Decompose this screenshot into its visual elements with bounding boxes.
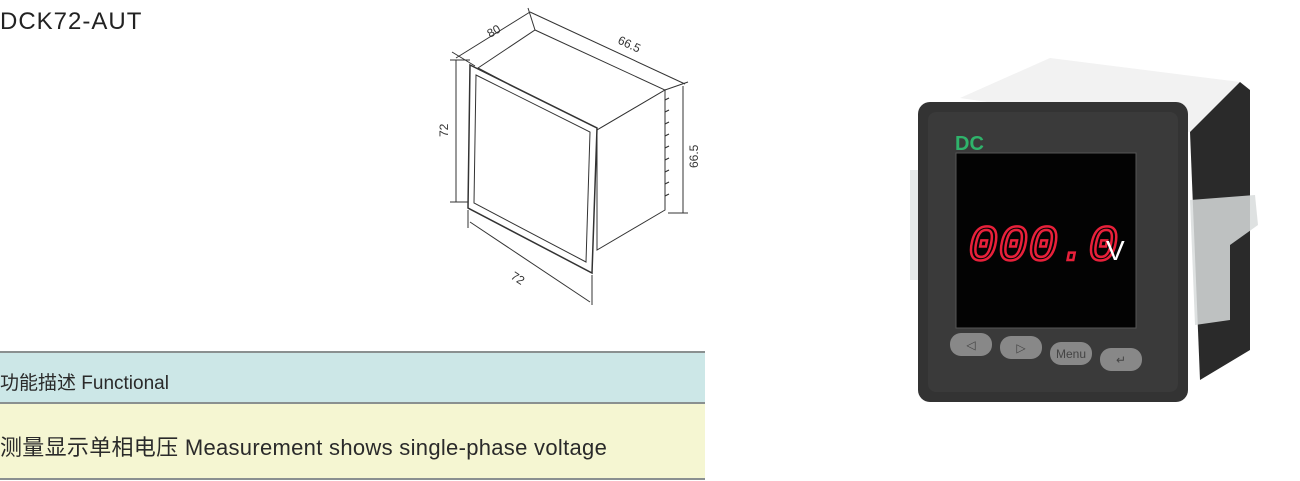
display-screen [955,152,1137,329]
menu-button[interactable] [1050,342,1092,365]
spec-row: 测量显示单相电压 Measurement shows single-phase … [0,404,705,480]
display-value: 000.0 [968,219,1118,276]
enter-button[interactable] [1100,348,1142,371]
svg-text:▷: ▷ [1016,341,1026,355]
front-inner [473,74,591,263]
button-row: ◁ ▷ Menu ↵ [950,333,1142,371]
front-face [467,63,598,275]
dim-side: 66.5 [687,144,701,168]
spec-row-text: 测量显示单相电压 Measurement shows single-phase … [0,435,608,460]
dim-depth: 66.5 [616,33,643,56]
meter-photo: DC 000.0 V ◁ ▷ Menu ↵ [910,58,1258,402]
right-button[interactable] [1000,336,1042,359]
box-side [596,89,666,251]
display-unit: V [1106,235,1125,266]
left-button[interactable] [950,333,992,356]
fins [664,97,670,197]
spec-header: 功能描述 Functional [0,351,705,404]
brand-logo: DC [955,133,984,155]
mounting-clip [1190,195,1258,325]
dim-height: 72 [437,123,451,137]
product-title: DCK72-AUT [0,8,143,35]
svg-text:Menu: Menu [1056,347,1086,361]
dimension-drawing: 80 66.5 72 66.5 72 [437,7,701,305]
spec-header-text: 功能描述 Functional [0,373,169,394]
dim-front: 72 [508,269,527,288]
svg-text:◁: ◁ [966,338,976,352]
svg-text:↵: ↵ [1116,353,1126,367]
dim-width: 80 [485,22,504,41]
